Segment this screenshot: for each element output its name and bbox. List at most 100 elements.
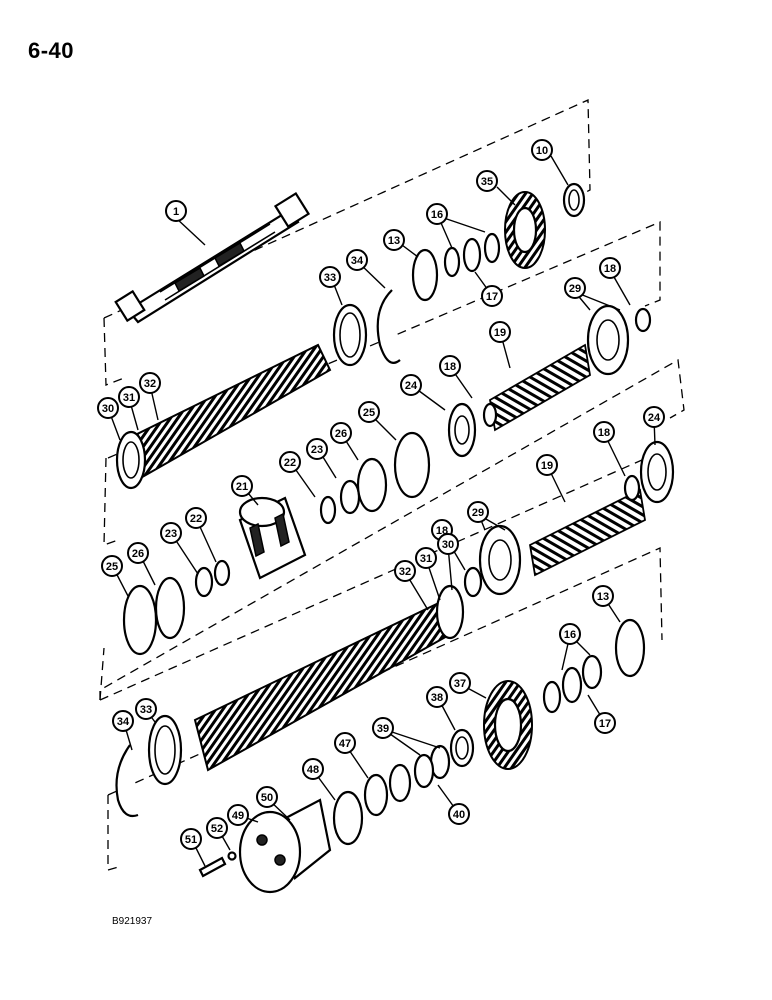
callout-29: 29 [564, 277, 586, 299]
callout-31: 31 [415, 547, 437, 569]
callout-19: 19 [489, 321, 511, 343]
callout-label: 10 [536, 145, 548, 157]
callout-label: 18 [598, 427, 610, 439]
callout-label: 24 [405, 380, 418, 392]
callout-13: 13 [383, 229, 405, 251]
callout-label: 16 [431, 209, 443, 221]
page-number: 6-40 [28, 38, 75, 63]
callout-52: 52 [206, 817, 228, 839]
callout-label: 32 [144, 378, 156, 390]
callout-label: 24 [648, 412, 661, 424]
gear-37 [483, 680, 533, 770]
callout-label: 47 [339, 738, 351, 750]
callout-label: 25 [106, 561, 118, 573]
lower-clutch-pack [193, 584, 465, 772]
callout-label: 38 [431, 692, 443, 704]
callout-label: 19 [541, 460, 553, 472]
callout-label: 31 [420, 553, 432, 565]
cover-49 [238, 810, 302, 894]
callout-24: 24 [400, 374, 422, 396]
callout-label: 13 [597, 591, 609, 603]
callout-50: 50 [256, 786, 278, 808]
callout-label: 33 [140, 704, 152, 716]
callout-22: 22 [185, 507, 207, 529]
bolt-51 [198, 851, 237, 878]
callout-25: 25 [358, 401, 380, 423]
callout-17: 17 [481, 285, 503, 307]
spring-lower [529, 488, 646, 577]
callout-17: 17 [594, 712, 616, 734]
callout-label: 21 [236, 481, 248, 493]
spring-upper [489, 343, 591, 432]
callout-18: 18 [593, 421, 615, 443]
callout-26: 26 [127, 542, 149, 564]
callout-37: 37 [449, 672, 471, 694]
upper-rings [332, 232, 652, 367]
callout-label: 17 [599, 718, 611, 730]
callout-24: 24 [643, 406, 665, 428]
main-shaft [114, 191, 311, 324]
lower-rings-right [542, 618, 646, 714]
callout-label: 23 [165, 528, 177, 540]
callout-label: 39 [377, 723, 389, 735]
callout-25: 25 [101, 555, 123, 577]
callout-label: 22 [190, 513, 202, 525]
callout-48: 48 [302, 758, 324, 780]
callout-label: 29 [472, 507, 484, 519]
callout-label: 19 [494, 327, 506, 339]
callout-label: 25 [363, 407, 375, 419]
callout-label: 35 [481, 176, 493, 188]
callout-30: 30 [437, 533, 459, 555]
callout-label: 1 [173, 206, 179, 218]
bearing-10 [562, 182, 586, 218]
callout-label: 26 [132, 548, 144, 560]
callout-label: 23 [311, 444, 323, 456]
callout-23: 23 [160, 522, 182, 544]
callout-31: 31 [118, 386, 140, 408]
callout-label: 48 [307, 764, 319, 776]
callout-32: 32 [394, 560, 416, 582]
callout-label: 34 [351, 255, 364, 267]
callout-16: 16 [559, 623, 581, 645]
callout-18: 18 [439, 355, 461, 377]
ring-24-lower [623, 440, 675, 504]
callout-39: 39 [372, 717, 394, 739]
piston-29-lower [463, 524, 522, 598]
callout-label: 51 [185, 834, 197, 846]
middle-rings-upper [319, 431, 431, 525]
bearing-38 [449, 728, 475, 768]
callout-label: 17 [486, 291, 498, 303]
callout-35: 35 [476, 170, 498, 192]
callout-label: 22 [284, 457, 296, 469]
upper-clutch-pack [115, 343, 332, 490]
callout-label: 37 [454, 678, 466, 690]
callout-29: 29 [467, 501, 489, 523]
hub-21 [238, 496, 307, 580]
callout-47: 47 [334, 732, 356, 754]
callout-label: 34 [117, 716, 130, 728]
lower-left-rings [115, 714, 183, 818]
callout-label: 49 [232, 810, 244, 822]
callout-label: 18 [444, 361, 456, 373]
callout-label: 33 [324, 272, 336, 284]
piston-29-upper [586, 304, 630, 376]
callout-label: 29 [569, 283, 581, 295]
callout-10: 10 [531, 139, 553, 161]
ring-24-upper [447, 402, 498, 458]
callout-34: 34 [346, 249, 368, 271]
callout-21: 21 [231, 475, 253, 497]
middle-rings-lower [122, 559, 231, 656]
callout-label: 18 [604, 263, 616, 275]
callout-label: 30 [442, 539, 454, 551]
callout-label: 30 [102, 403, 114, 415]
callout-label: 50 [261, 792, 273, 804]
callout-51: 51 [180, 828, 202, 850]
callout-18: 18 [599, 257, 621, 279]
callout-label: 32 [399, 566, 411, 578]
callout-label: 16 [564, 629, 576, 641]
callout-label: 40 [453, 809, 465, 821]
assembly-outlines [99, 99, 685, 871]
callout-40: 40 [448, 803, 470, 825]
callout-32: 32 [139, 372, 161, 394]
